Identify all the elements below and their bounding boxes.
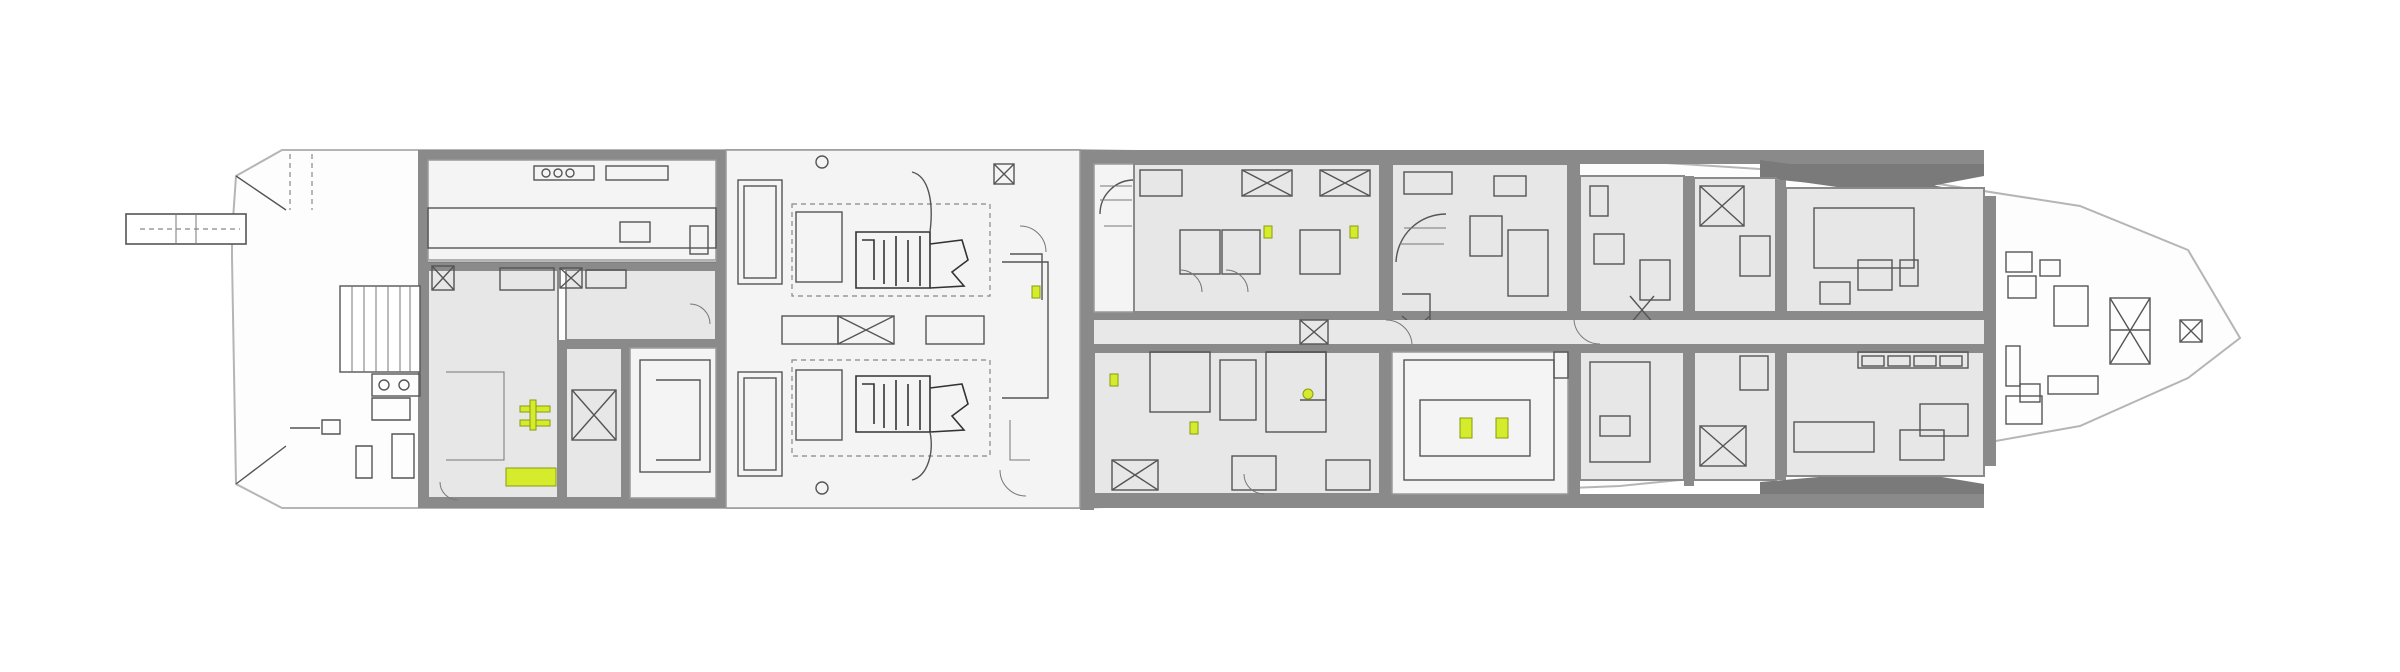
forepeak xyxy=(2005,251,2203,425)
engine-room xyxy=(725,149,1081,509)
aft-deck xyxy=(290,285,437,479)
engine-icon xyxy=(855,231,969,433)
guest-cabins xyxy=(1093,163,1777,495)
stairs-icon xyxy=(339,285,421,373)
bed-icon xyxy=(1459,417,1509,439)
bunk-icon xyxy=(1857,351,1969,369)
crew-mess-galley xyxy=(427,159,717,501)
anchor-icon xyxy=(2109,297,2203,365)
forward-crew xyxy=(1785,187,1985,477)
galley-icon xyxy=(505,399,557,487)
corridor xyxy=(1094,319,1984,345)
